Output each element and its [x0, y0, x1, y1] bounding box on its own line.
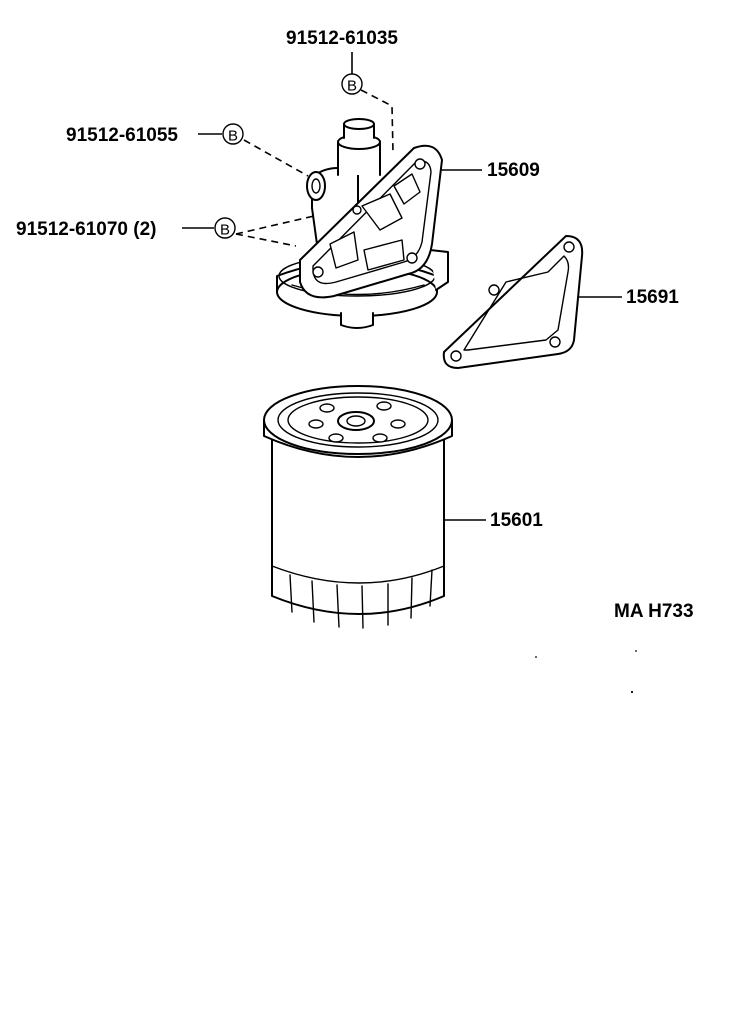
figure-code: MA H733: [614, 601, 694, 622]
part-number-91512-61070: 91512-61070 (2): [16, 219, 157, 240]
svg-text:B: B: [347, 78, 357, 95]
svg-text:B: B: [228, 128, 238, 145]
part-number-15601: 15601: [490, 510, 543, 531]
filter-bracket: [276, 118, 449, 329]
bolt-symbol-mid: B: [198, 123, 244, 145]
part-number-91512-61055: 91512-61055: [66, 125, 178, 146]
oil-filter: [263, 385, 453, 629]
bolt-symbol-low: B: [182, 217, 236, 239]
bracket-gasket: [442, 235, 584, 369]
part-number-15691: 15691: [626, 287, 679, 308]
bolt-symbol-top: B: [341, 52, 363, 95]
part-number-91512-61035: 91512-61035: [286, 28, 398, 49]
svg-text:B: B: [220, 222, 230, 239]
part-number-15609: 15609: [487, 160, 540, 181]
bolt-leaders: [235, 89, 394, 247]
scan-specks: [535, 650, 637, 694]
